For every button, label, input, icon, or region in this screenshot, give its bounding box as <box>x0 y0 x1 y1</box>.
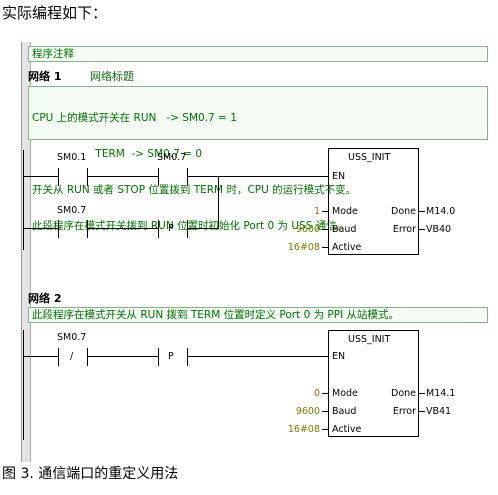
baud-value[interactable]: 9600 <box>295 224 320 235</box>
network-1-comment-line: 开关从 RUN 或者 STOP 位置拨到 TERM 时，CPU 的运行模式不变。 <box>32 184 357 196</box>
mode-value[interactable]: 0 <box>313 388 320 399</box>
baud-pin: Baud <box>332 406 357 417</box>
active-value[interactable]: 16#08 <box>287 242 320 253</box>
positive-edge-contact[interactable]: P <box>168 223 174 234</box>
uss-init-block-title[interactable]: USS_INIT <box>348 152 391 163</box>
error-pin: Error <box>392 224 416 235</box>
ladder-editor <box>21 42 498 462</box>
done-output[interactable]: M14.0 <box>426 206 456 217</box>
positive-edge-contact[interactable]: P <box>168 351 174 362</box>
en-pin: EN <box>332 351 346 362</box>
vertical-scrollbar[interactable] <box>22 42 31 462</box>
mode-pin: Mode <box>332 206 358 217</box>
figure-caption: 图 3. 通信端口的重定义用法 <box>2 466 179 482</box>
contact-sm0-1[interactable]: SM0.1 <box>57 152 87 163</box>
contact-sm0-7[interactable]: SM0.7 <box>57 205 87 216</box>
network-1-comment[interactable]: CPU 上的模式开关在 RUN -> SM0.7 = 1 TERM -> SM0… <box>28 86 488 232</box>
network-2-label[interactable]: 网络 2 <box>28 292 62 305</box>
active-pin: Active <box>332 242 362 253</box>
program-comment[interactable]: 程序注释 <box>28 46 488 62</box>
active-value[interactable]: 16#08 <box>287 424 320 435</box>
error-output[interactable]: VB40 <box>426 224 452 235</box>
network-1-comment-line: CPU 上的模式开关在 RUN -> SM0.7 = 1 <box>32 112 237 124</box>
en-pin: EN <box>332 171 346 182</box>
page-heading: 实际编程如下： <box>2 4 108 22</box>
mode-pin: Mode <box>332 388 358 399</box>
network-1-label[interactable]: 网络 1 <box>28 70 62 83</box>
error-output[interactable]: VB41 <box>426 406 452 417</box>
active-pin: Active <box>332 424 362 435</box>
network-1-comment-line: TERM -> SM0.7 = 0 <box>32 148 202 160</box>
done-pin: Done <box>391 388 416 399</box>
uss-init-block-title[interactable]: USS_INIT <box>348 334 391 345</box>
network-1-title[interactable]: 网络标题 <box>90 70 134 83</box>
done-pin: Done <box>391 206 416 217</box>
network-2-comment[interactable]: 此段程序在模式开关从 RUN 拨到 TERM 位置时定义 Port 0 为 PP… <box>28 307 488 323</box>
baud-pin: Baud <box>332 224 357 235</box>
contact-sm0-7[interactable]: SM0.7 <box>57 332 87 343</box>
error-pin: Error <box>392 406 416 417</box>
normally-closed-mark: / <box>70 351 74 362</box>
done-output[interactable]: M14.1 <box>426 388 456 399</box>
mode-value[interactable]: 1 <box>313 206 320 217</box>
contact-sm0-7[interactable]: SM0.7 <box>157 152 187 163</box>
baud-value[interactable]: 9600 <box>295 406 320 417</box>
